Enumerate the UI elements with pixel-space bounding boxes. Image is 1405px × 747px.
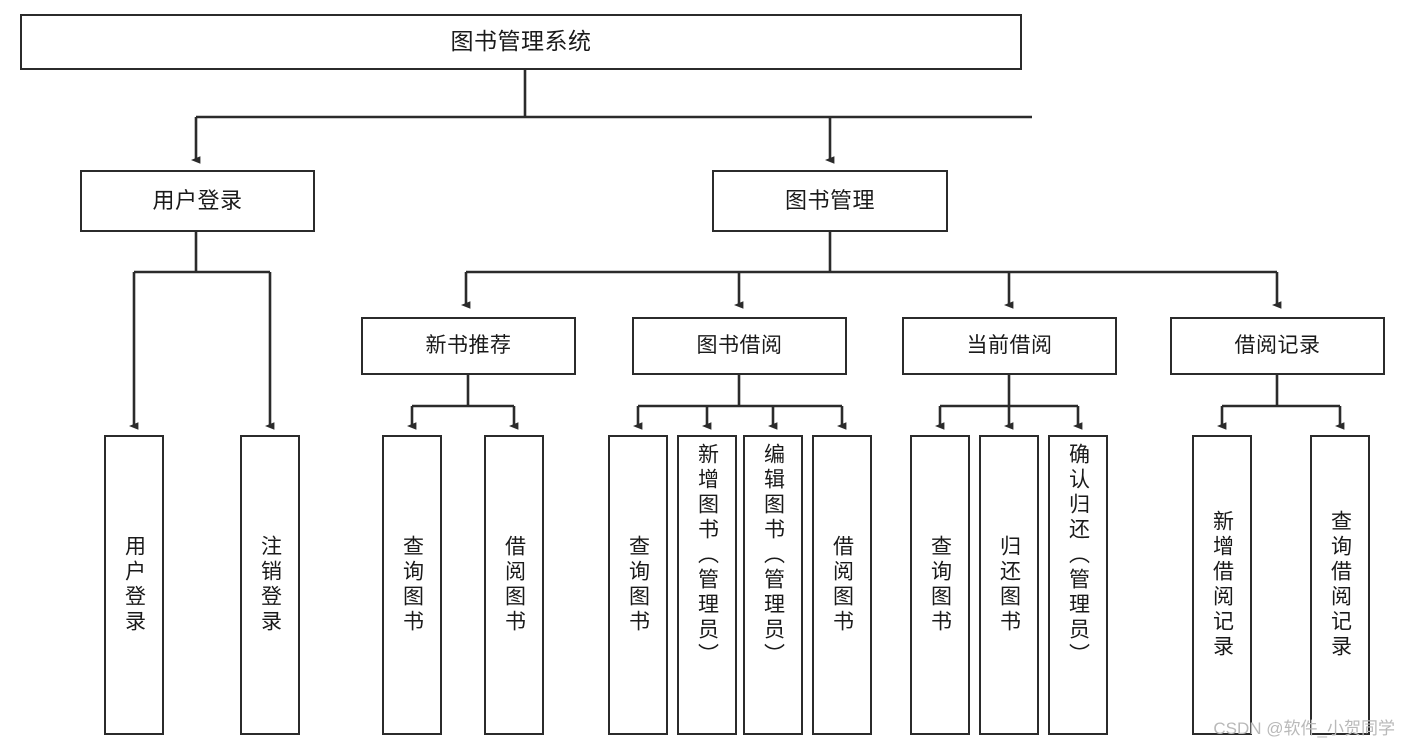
node-user-login[interactable]: 用户登录	[80, 170, 315, 232]
watermark-text: CSDN @软件_小贺同学	[1213, 719, 1395, 738]
leaf-new-book-query-book[interactable]: 查询图书	[382, 435, 442, 735]
node-label: 借阅图书	[830, 535, 854, 635]
leaf-book-borrow-query-book[interactable]: 查询图书	[608, 435, 668, 735]
node-current-borrow[interactable]: 当前借阅	[902, 317, 1117, 375]
node-label: 图书管理系统	[450, 28, 592, 55]
node-label: 借阅图书	[502, 535, 526, 635]
node-book-borrow[interactable]: 图书借阅	[632, 317, 847, 375]
node-label: 新增图书（管理员）	[695, 443, 719, 668]
node-label: 用户登录	[122, 535, 146, 635]
leaf-new-book-borrow-book[interactable]: 借阅图书	[484, 435, 544, 735]
node-label: 查询借阅记录	[1328, 510, 1352, 660]
node-label: 确认归还（管理员）	[1066, 443, 1090, 668]
node-new-book-recommend[interactable]: 新书推荐	[361, 317, 576, 375]
node-book-management[interactable]: 图书管理	[712, 170, 948, 232]
node-root-book-management-system[interactable]: 图书管理系统	[20, 14, 1022, 70]
leaf-borrow-record-query-record[interactable]: 查询借阅记录	[1310, 435, 1370, 735]
node-label: 图书借阅	[696, 334, 783, 358]
leaf-current-borrow-return-book[interactable]: 归还图书	[979, 435, 1039, 735]
node-label: 借阅记录	[1234, 334, 1321, 358]
leaf-book-borrow-edit-book-admin[interactable]: 编辑图书（管理员）	[743, 435, 803, 735]
node-label: 编辑图书（管理员）	[761, 443, 785, 668]
node-label: 查询图书	[400, 535, 424, 635]
leaf-book-borrow-borrow-book[interactable]: 借阅图书	[812, 435, 872, 735]
leaf-current-borrow-query-book[interactable]: 查询图书	[910, 435, 970, 735]
leaf-user-login-login[interactable]: 用户登录	[104, 435, 164, 735]
node-label: 当前借阅	[966, 334, 1053, 358]
leaf-borrow-record-add-record[interactable]: 新增借阅记录	[1192, 435, 1252, 735]
node-label: 注销登录	[258, 535, 282, 635]
node-label: 图书管理	[784, 187, 875, 213]
node-borrow-record[interactable]: 借阅记录	[1170, 317, 1385, 375]
node-label: 查询图书	[928, 535, 952, 635]
node-label: 新增借阅记录	[1210, 510, 1234, 660]
leaf-book-borrow-add-book-admin[interactable]: 新增图书（管理员）	[677, 435, 737, 735]
leaf-current-borrow-confirm-return-admin[interactable]: 确认归还（管理员）	[1048, 435, 1108, 735]
node-label: 新书推荐	[425, 334, 512, 358]
leaf-user-login-logout[interactable]: 注销登录	[240, 435, 300, 735]
node-label: 查询图书	[626, 535, 650, 635]
node-label: 归还图书	[997, 535, 1021, 635]
node-label: 用户登录	[152, 187, 243, 213]
